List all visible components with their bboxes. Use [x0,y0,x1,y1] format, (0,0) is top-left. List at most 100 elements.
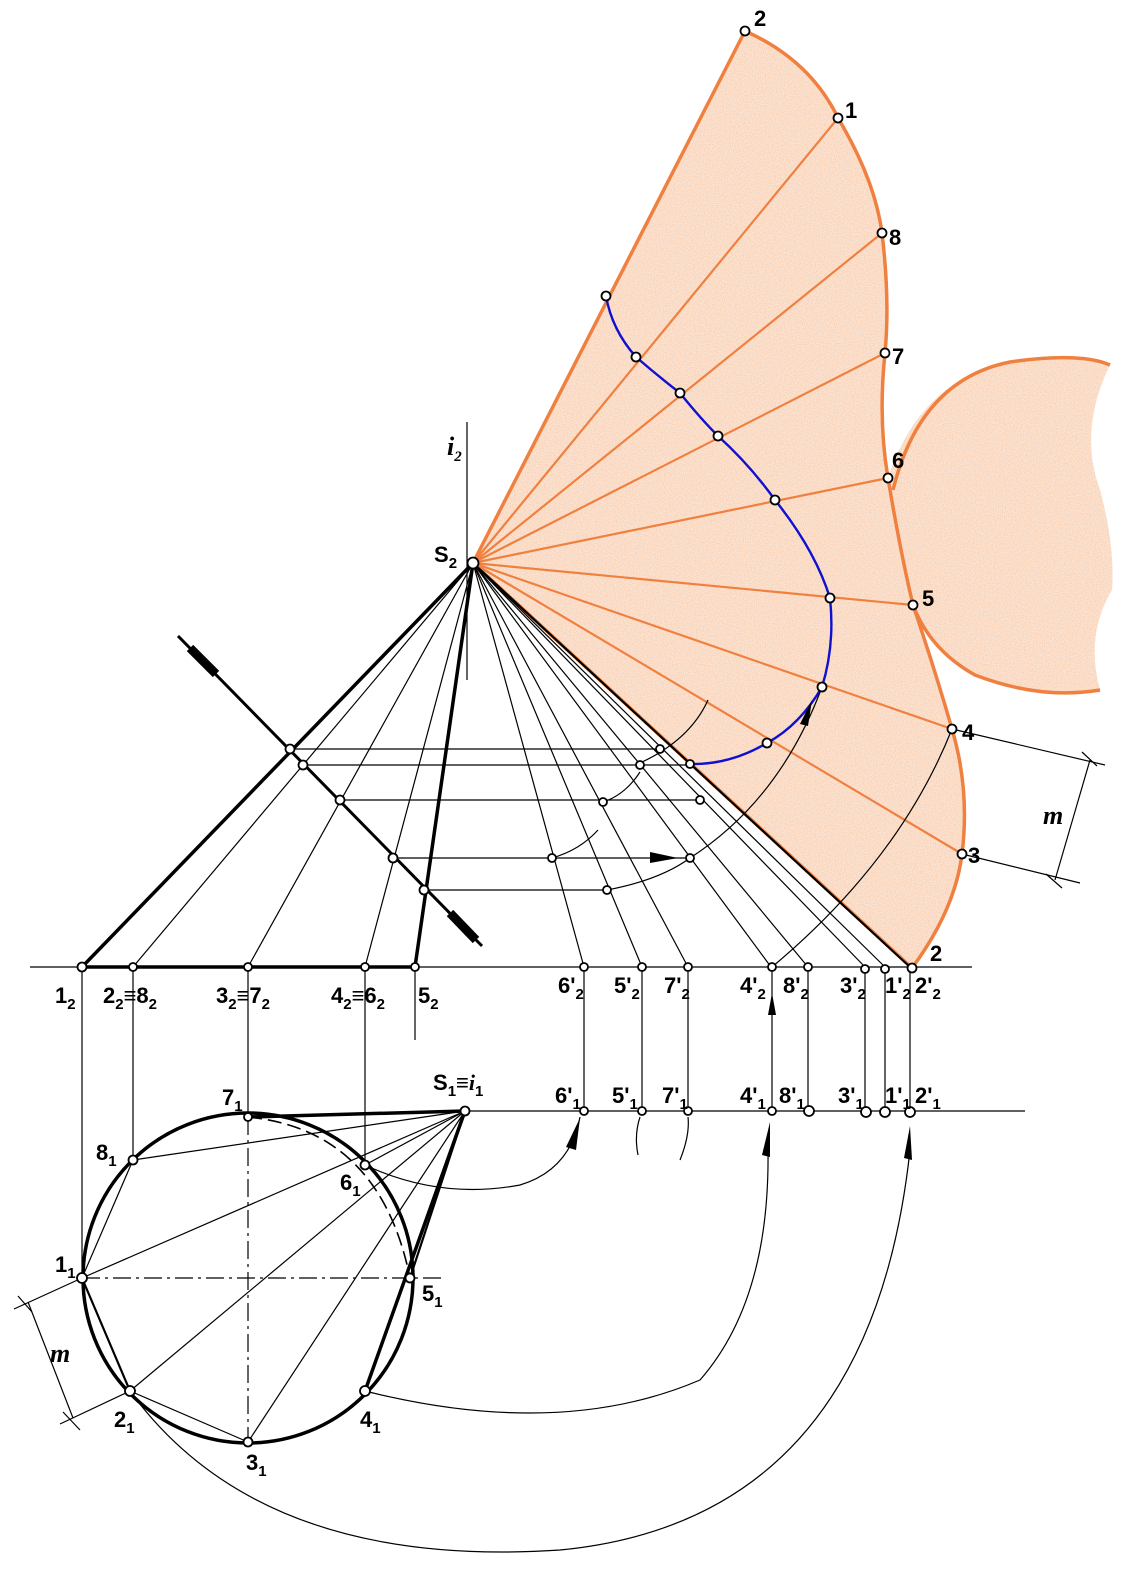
arrow-marker [762,1122,770,1157]
point-7p-1 [683,1106,693,1116]
point-1-2 [76,961,88,973]
arrow-marker [904,1126,912,1160]
point-transfer [602,885,612,895]
point-helix [824,592,836,604]
point-7p-2 [683,962,693,972]
point-5p-2 [637,962,647,972]
cutting-plane-end-bottom [446,909,480,944]
point-1p-2 [880,964,890,974]
point-helix [769,494,781,506]
point-dev-8 [876,227,888,239]
point-transfer [655,744,665,754]
label-dev-2-top: 2 [754,6,766,31]
label-1p-2: 1'2 [885,973,911,1003]
label-4-1: 41 [360,1407,381,1437]
point-dev-4 [946,723,958,735]
label-3p-2: 3'2 [840,973,866,1003]
label-7-1: 71 [222,1085,243,1115]
label-8-1: 81 [96,1140,117,1170]
label-2-1: 21 [114,1407,135,1437]
point-4p-2 [767,962,777,972]
label-3p-1: 3'1 [838,1083,864,1113]
label-dev-6: 6 [892,448,904,473]
chord [129,1390,249,1443]
label-7p-2: 7'2 [664,973,690,1003]
rotation-arcs [551,686,953,968]
point-dev-3 [956,848,968,860]
dimension-m-bottom [13,1277,131,1431]
point-helix [712,430,724,442]
point-helix [816,681,828,693]
label-S1-i1: S1≡i1 [433,1070,483,1100]
point-8p-1 [803,1105,815,1117]
point-1p-1 [879,1106,891,1118]
label-2-2-8-2: 22≡82 [103,983,157,1013]
point-6-1 [359,1159,371,1171]
point-6p-1 [579,1106,589,1116]
top-rotation-arcs [129,1116,911,1553]
label-5-1: 51 [422,1281,443,1311]
label-6p-1: 6'1 [555,1083,581,1113]
helix-curve [604,295,833,766]
label-dev-5: 5 [922,586,934,611]
label-dev-1: 1 [845,98,857,123]
label-5p-1: 5'1 [612,1083,638,1113]
point-3p-2 [860,964,870,974]
label-1-2: 12 [55,983,76,1013]
label-m-bottom: m [50,1339,70,1368]
label-4p-2: 4'2 [740,973,766,1003]
chord [81,1159,134,1279]
point-helix [761,737,773,749]
top-tangent-2 [363,1110,467,1392]
projection-links [81,967,911,1278]
development-rays [472,117,963,855]
label-5-2: 52 [418,983,439,1013]
label-dev-2-bottom: 2 [930,941,942,966]
label-7p-1: 7'1 [662,1083,688,1113]
point-2-2 [128,962,138,972]
point-transfer [685,853,695,863]
point-dev-1 [832,112,844,124]
point-5-1 [404,1272,416,1284]
label-3-1: 31 [246,1450,267,1480]
dimension-m-right [951,728,1106,889]
point-helix [630,351,642,363]
point-5p-1 [637,1106,647,1116]
point-4p-1 [767,1106,777,1116]
label-dev-7: 7 [892,344,904,369]
point-3-1 [242,1436,254,1448]
top-tangent-3 [408,1110,467,1279]
label-dev-8: 8 [889,225,901,250]
label-dev-4: 4 [962,720,975,745]
point-helix [674,387,686,399]
points [76,25,968,1448]
point-helix [685,759,695,769]
label-8p-1: 8'1 [779,1083,805,1113]
cone-left-generatrix [80,561,475,969]
labels: 2 1 8 7 6 5 4 3 2 i2 S2 S1≡i1 m m 12 22≡… [50,6,1063,1480]
point-transfer [635,760,645,770]
development-base-texture [888,357,1113,693]
point-2p-1 [904,1106,916,1118]
point-6p-2 [579,962,589,972]
point-dev-2-top [739,25,751,37]
label-i2: i2 [447,432,462,465]
point-S2 [466,556,480,570]
point-dev-6 [882,472,894,484]
label-dev-3: 3 [968,843,980,868]
label-3-2-7-2: 32≡72 [216,983,270,1013]
label-S2: S2 [434,542,457,572]
development-surface [470,28,1113,971]
arrow-marker [566,1118,580,1150]
cutting-plane-end-top [186,644,220,678]
point-3-2 [243,962,253,972]
base-circle-outline [891,355,1111,695]
point-transfer [695,795,705,805]
chord [80,1277,132,1392]
cutting-plane-trace [176,634,484,948]
label-6p-2: 6'2 [558,973,584,1003]
top-tangent-1 [247,1109,466,1119]
point-8p-2 [803,962,813,972]
label-1p-1: 1'1 [885,1083,911,1113]
